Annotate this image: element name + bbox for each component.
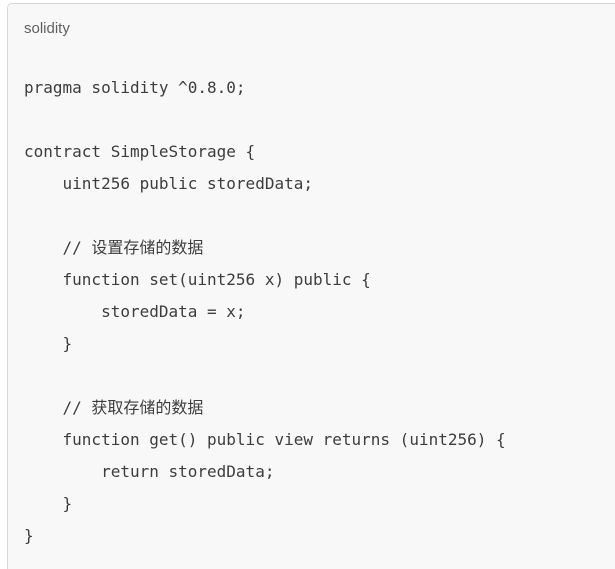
code-content: pragma solidity ^0.8.0; contract SimpleS… xyxy=(24,78,506,545)
code-block: solidity pragma solidity ^0.8.0; contrac… xyxy=(7,3,615,569)
code-language-label: solidity xyxy=(24,20,70,37)
